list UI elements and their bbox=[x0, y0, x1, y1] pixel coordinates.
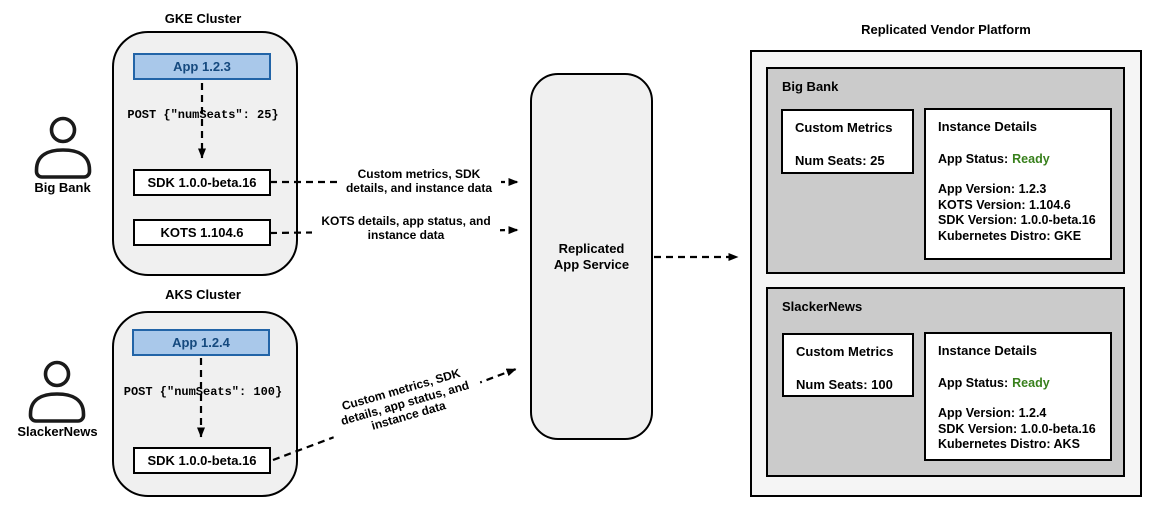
instance-details-title: Instance Details bbox=[938, 343, 1037, 358]
gke-kots-node: KOTS 1.104.6 bbox=[133, 219, 271, 246]
big-bank-person-icon bbox=[34, 116, 92, 179]
instance-detail-lines: App Version: 1.2.3 KOTS Version: 1.104.6… bbox=[938, 182, 1096, 243]
gke-post-call: POST {"numSeats": 25} bbox=[125, 108, 281, 122]
customer-name: Big Bank bbox=[782, 79, 839, 94]
instance-detail-lines: App Version: 1.2.4 SDK Version: 1.0.0-be… bbox=[938, 406, 1096, 451]
instance-details-title: Instance Details bbox=[938, 119, 1037, 134]
app-status-value: Ready bbox=[1012, 152, 1050, 166]
aks-post-call: POST {"numSeats": 100} bbox=[121, 385, 285, 399]
gke-app-node: App 1.2.3 bbox=[133, 53, 271, 80]
service-label-line1: Replicated bbox=[558, 240, 625, 256]
aks-app-node: App 1.2.4 bbox=[132, 329, 270, 356]
platform-title: Replicated Vendor Platform bbox=[861, 22, 1031, 37]
slackernews-person-icon bbox=[28, 360, 86, 423]
service-label-line2: App Service bbox=[553, 256, 630, 272]
aks-cluster-title: AKS Cluster bbox=[165, 287, 241, 302]
edge-label-sdk-to-service: Custom metrics, SDK details, and instanc… bbox=[337, 167, 501, 196]
custom-metrics-title: Custom Metrics bbox=[796, 344, 894, 359]
actor-slackernews-label: SlackerNews bbox=[17, 424, 98, 439]
instance-details-panel: Instance Details App Status:Ready App Ve… bbox=[924, 332, 1112, 461]
app-status-line: App Status:Ready bbox=[938, 152, 1050, 166]
app-status-line: App Status:Ready bbox=[938, 376, 1050, 390]
custom-metrics-panel: Custom Metrics Num Seats: 100 bbox=[782, 333, 914, 397]
edge-label-kots-to-service: KOTS details, app status, and instance d… bbox=[312, 214, 500, 243]
customer-card-big-bank: Big Bank Custom Metrics Num Seats: 25 In… bbox=[766, 67, 1125, 274]
edge-label-aks-sdk-to-service: Custom metrics, SDK details, app status,… bbox=[324, 361, 486, 446]
replicated-app-service-node: Replicated App Service bbox=[530, 73, 653, 440]
customer-card-slackernews: SlackerNews Custom Metrics Num Seats: 10… bbox=[766, 287, 1125, 477]
num-seats-value: Num Seats: 100 bbox=[796, 377, 893, 392]
aks-sdk-node: SDK 1.0.0-beta.16 bbox=[133, 447, 271, 474]
num-seats-value: Num Seats: 25 bbox=[795, 153, 885, 168]
customer-name: SlackerNews bbox=[782, 299, 863, 314]
gke-cluster-title: GKE Cluster bbox=[164, 11, 242, 26]
gke-sdk-node: SDK 1.0.0-beta.16 bbox=[133, 169, 271, 196]
custom-metrics-panel: Custom Metrics Num Seats: 25 bbox=[781, 109, 914, 174]
app-status-value: Ready bbox=[1012, 376, 1050, 390]
actor-big-bank-label: Big Bank bbox=[34, 180, 91, 195]
custom-metrics-title: Custom Metrics bbox=[795, 120, 893, 135]
instance-details-panel: Instance Details App Status:Ready App Ve… bbox=[924, 108, 1112, 260]
